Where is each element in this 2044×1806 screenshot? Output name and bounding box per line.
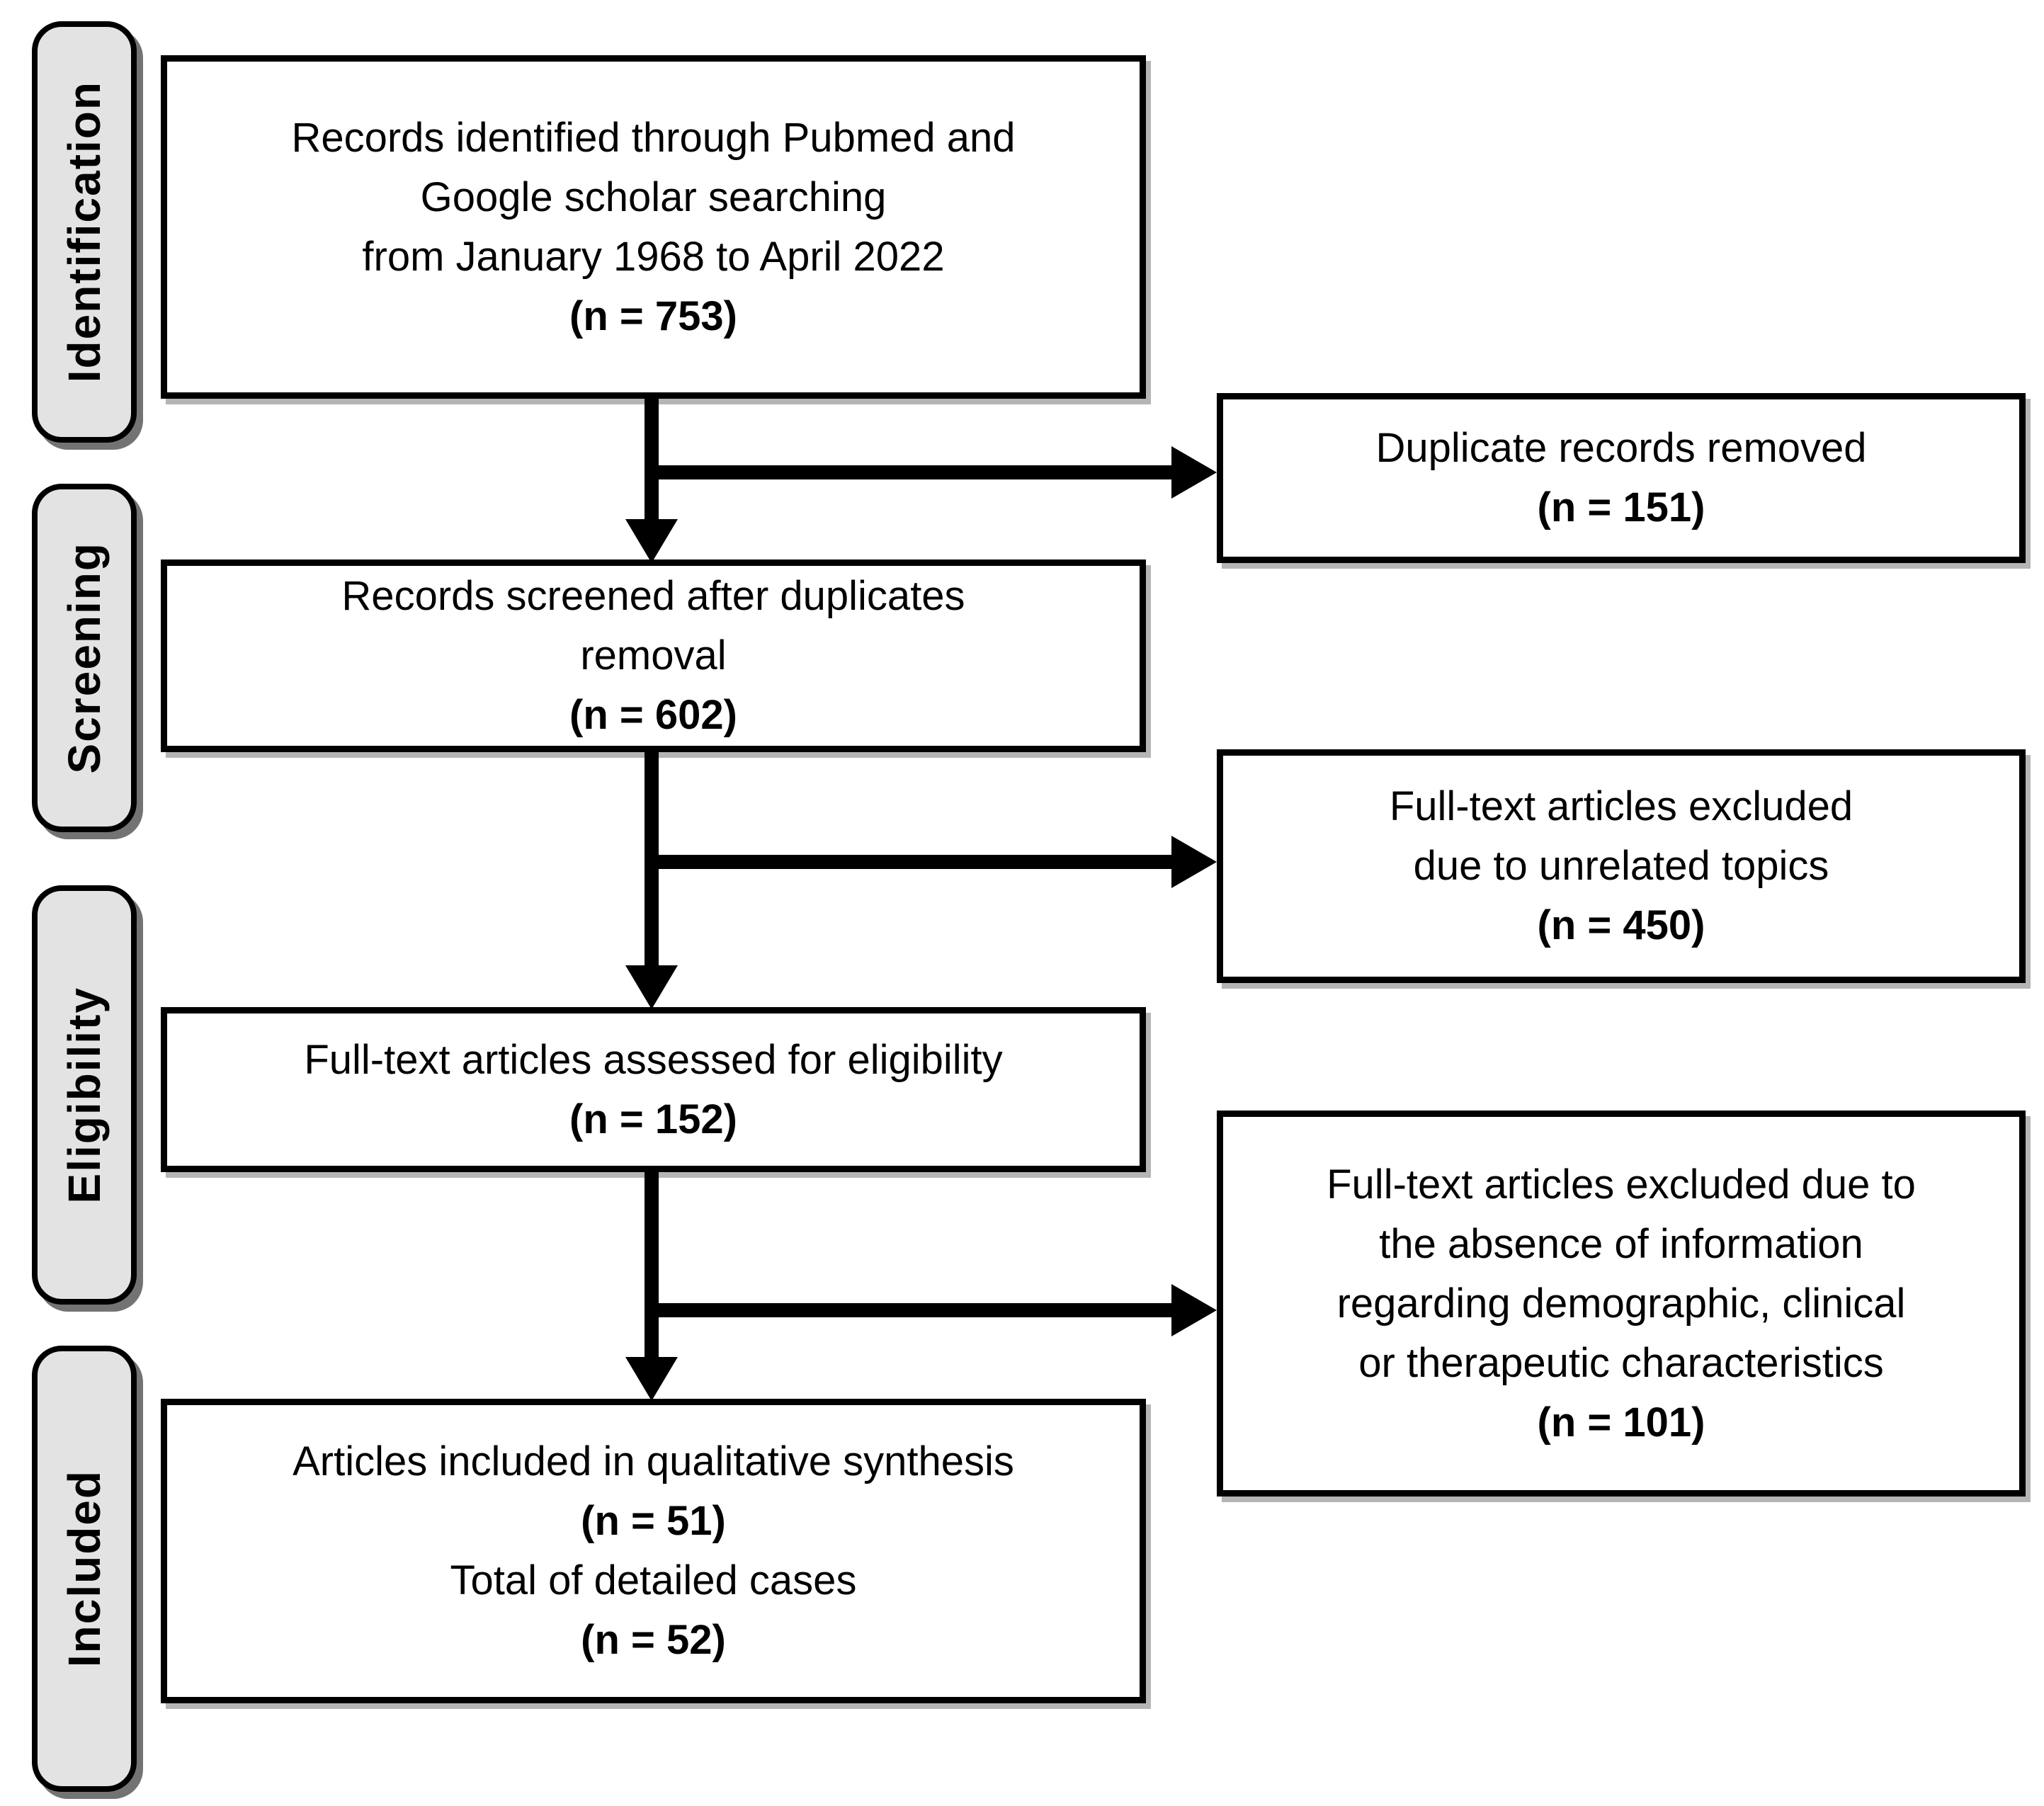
- articles-included-box: Articles included in qualitative synthes…: [161, 1399, 1146, 1703]
- connector-1-arrow-right-icon: [1171, 446, 1217, 499]
- missing-info-line1: Full-text articles excluded due to: [1327, 1161, 1916, 1208]
- records-identified-count: (n = 753): [569, 293, 737, 339]
- records-screened-line2: removal: [580, 632, 727, 678]
- missing-info-line3: regarding demographic, clinical: [1336, 1280, 1906, 1327]
- stage-included-label: Included: [59, 1470, 110, 1668]
- stage-screening-label: Screening: [59, 542, 110, 774]
- articles-included-line2: Total of detailed cases: [450, 1557, 857, 1603]
- unrelated-topics-line1: Full-text articles excluded: [1389, 783, 1853, 829]
- duplicates-removed-count: (n = 151): [1537, 484, 1705, 530]
- articles-included-count2: (n = 52): [581, 1617, 726, 1663]
- stage-included: Included: [32, 1346, 137, 1792]
- connector-1-arrow-down-icon: [625, 519, 678, 563]
- fulltext-assessed-count: (n = 152): [569, 1096, 737, 1142]
- connector-1-vertical-shaft: [645, 397, 659, 524]
- unrelated-topics-box: Full-text articles excluded due to unrel…: [1217, 749, 2026, 983]
- duplicates-removed-line1: Duplicate records removed: [1375, 425, 1867, 471]
- connector-2-arrow-right-icon: [1171, 836, 1217, 888]
- stage-identification-label: Identification: [59, 81, 110, 383]
- stage-screening: Screening: [32, 484, 137, 832]
- records-screened-box: Records screened after duplicates remova…: [161, 560, 1146, 752]
- connector-2-arrow-down-icon: [625, 965, 678, 1009]
- records-screened-line1: Records screened after duplicates: [341, 573, 965, 619]
- records-identified-box: Records identified through Pubmed and Go…: [161, 55, 1146, 399]
- records-screened-count: (n = 602): [569, 692, 737, 738]
- connector-1-horizontal-shaft: [645, 465, 1174, 479]
- connector-3-arrow-right-icon: [1171, 1284, 1217, 1336]
- records-identified-line3: from January 1968 to April 2022: [362, 233, 945, 280]
- connector-3-horizontal-shaft: [645, 1303, 1174, 1317]
- stage-identification: Identification: [32, 21, 137, 443]
- fulltext-assessed-box: Full-text articles assessed for eligibil…: [161, 1007, 1146, 1172]
- connector-2-horizontal-shaft: [645, 855, 1174, 869]
- connector-3-arrow-down-icon: [625, 1357, 678, 1401]
- articles-included-count1: (n = 51): [581, 1498, 726, 1544]
- missing-info-line4: or therapeutic characteristics: [1358, 1339, 1884, 1386]
- records-identified-line2: Google scholar searching: [420, 174, 887, 220]
- records-identified-line1: Records identified through Pubmed and: [291, 114, 1016, 161]
- unrelated-topics-count: (n = 450): [1537, 902, 1705, 948]
- stage-eligibility: Eligibility: [32, 885, 137, 1305]
- connector-3-vertical-shaft: [645, 1169, 659, 1360]
- fulltext-assessed-line1: Full-text articles assessed for eligibil…: [304, 1036, 1003, 1083]
- missing-info-count: (n = 101): [1537, 1399, 1705, 1446]
- articles-included-line1: Articles included in qualitative synthes…: [293, 1438, 1014, 1484]
- duplicates-removed-box: Duplicate records removed (n = 151): [1217, 393, 2026, 563]
- missing-info-line2: the absence of information: [1379, 1220, 1863, 1267]
- unrelated-topics-line2: due to unrelated topics: [1413, 843, 1829, 889]
- stage-eligibility-label: Eligibility: [59, 986, 110, 1204]
- missing-info-box: Full-text articles excluded due to the a…: [1217, 1111, 2026, 1497]
